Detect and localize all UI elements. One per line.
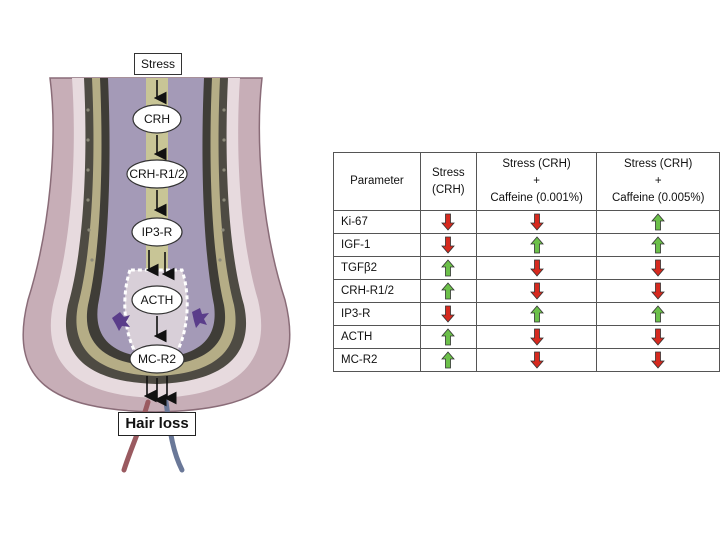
down-arrow-icon <box>651 328 666 346</box>
parameter-name: CRH-R1/2 <box>333 279 421 303</box>
up-arrow-icon <box>651 213 666 231</box>
effect-cell <box>596 279 720 303</box>
effect-cell <box>419 302 477 326</box>
effect-cell <box>596 348 720 372</box>
node-ip3r: IP3-R <box>131 217 183 247</box>
svg-text:IP3-R: IP3-R <box>142 225 173 239</box>
node-crh: CRH <box>132 104 182 134</box>
parameter-name: IP3-R <box>333 302 421 326</box>
up-arrow-icon <box>441 351 456 369</box>
parameter-name: TGFβ2 <box>333 256 421 280</box>
down-arrow-icon <box>529 351 544 369</box>
down-arrow-icon <box>529 259 544 277</box>
up-arrow-icon <box>441 259 456 277</box>
effect-cell <box>596 210 720 234</box>
header-stress: Stress(CRH) <box>419 152 477 211</box>
melanocytes <box>112 308 209 331</box>
svg-text:CRH-R1/2: CRH-R1/2 <box>129 167 185 181</box>
effect-cell <box>419 279 477 303</box>
hair-follicle-diagram: CRH CRH-R1/2 IP3-R ACTH MC-R2 <box>22 77 291 473</box>
up-arrow-icon <box>529 236 544 254</box>
hair-strand-red <box>121 399 151 473</box>
down-arrow-icon <box>441 236 456 254</box>
effect-cell <box>475 279 598 303</box>
table-row: IP3-R <box>333 302 720 326</box>
up-arrow-icon <box>441 282 456 300</box>
up-arrow-icon <box>529 305 544 323</box>
effect-cell <box>475 302 598 326</box>
down-arrow-icon <box>529 328 544 346</box>
effect-cell <box>419 210 477 234</box>
stress-label: Stress <box>134 53 182 75</box>
down-arrow-icon <box>651 282 666 300</box>
effect-cell <box>596 256 720 280</box>
effect-cell <box>596 325 720 349</box>
table-row: Ki-67 <box>333 210 720 234</box>
effect-cell <box>419 325 477 349</box>
table-row: TGFβ2 <box>333 256 720 280</box>
effect-cell <box>596 233 720 257</box>
table-row: CRH-R1/2 <box>333 279 720 303</box>
effect-cell <box>475 256 598 280</box>
node-mc-r2: MC-R2 <box>129 344 185 374</box>
effect-cell <box>475 233 598 257</box>
svg-text:ACTH: ACTH <box>141 293 174 307</box>
header-parameter: Parameter <box>333 152 421 211</box>
effect-cell <box>419 348 477 372</box>
dotted-pattern <box>86 108 226 262</box>
table-row: MC-R2 <box>333 348 720 372</box>
down-arrow-icon <box>441 213 456 231</box>
parameter-name: ACTH <box>333 325 421 349</box>
down-arrow-icon <box>651 351 666 369</box>
parameter-name: IGF-1 <box>333 233 421 257</box>
effect-cell <box>419 256 477 280</box>
hair-loss-label: Hair loss <box>118 412 196 436</box>
up-arrow-icon <box>651 305 666 323</box>
effect-cell <box>475 325 598 349</box>
table-row: ACTH <box>333 325 720 349</box>
effect-cell <box>596 302 720 326</box>
effect-cell <box>475 348 598 372</box>
header-caffeine-low: Stress (CRH)+Caffeine (0.001%) <box>475 152 598 211</box>
node-acth: ACTH <box>131 285 183 315</box>
up-arrow-icon <box>651 236 666 254</box>
table-header-row: Parameter Stress(CRH) Stress (CRH)+Caffe… <box>333 152 720 211</box>
parameter-name: MC-R2 <box>333 348 421 372</box>
node-crh-r12: CRH-R1/2 <box>126 159 188 189</box>
effect-cell <box>419 233 477 257</box>
down-arrow-icon <box>651 259 666 277</box>
hair-strand-blue <box>163 399 185 473</box>
header-caffeine-high: Stress (CRH)+Caffeine (0.005%) <box>596 152 720 211</box>
table-row: IGF-1 <box>333 233 720 257</box>
down-arrow-icon <box>529 282 544 300</box>
svg-text:CRH: CRH <box>144 112 170 126</box>
down-arrow-icon <box>529 213 544 231</box>
effect-cell <box>475 210 598 234</box>
parameter-name: Ki-67 <box>333 210 421 234</box>
parameter-table: Parameter Stress(CRH) Stress (CRH)+Caffe… <box>333 152 720 372</box>
up-arrow-icon <box>441 328 456 346</box>
down-arrow-icon <box>441 305 456 323</box>
svg-text:MC-R2: MC-R2 <box>138 352 176 366</box>
